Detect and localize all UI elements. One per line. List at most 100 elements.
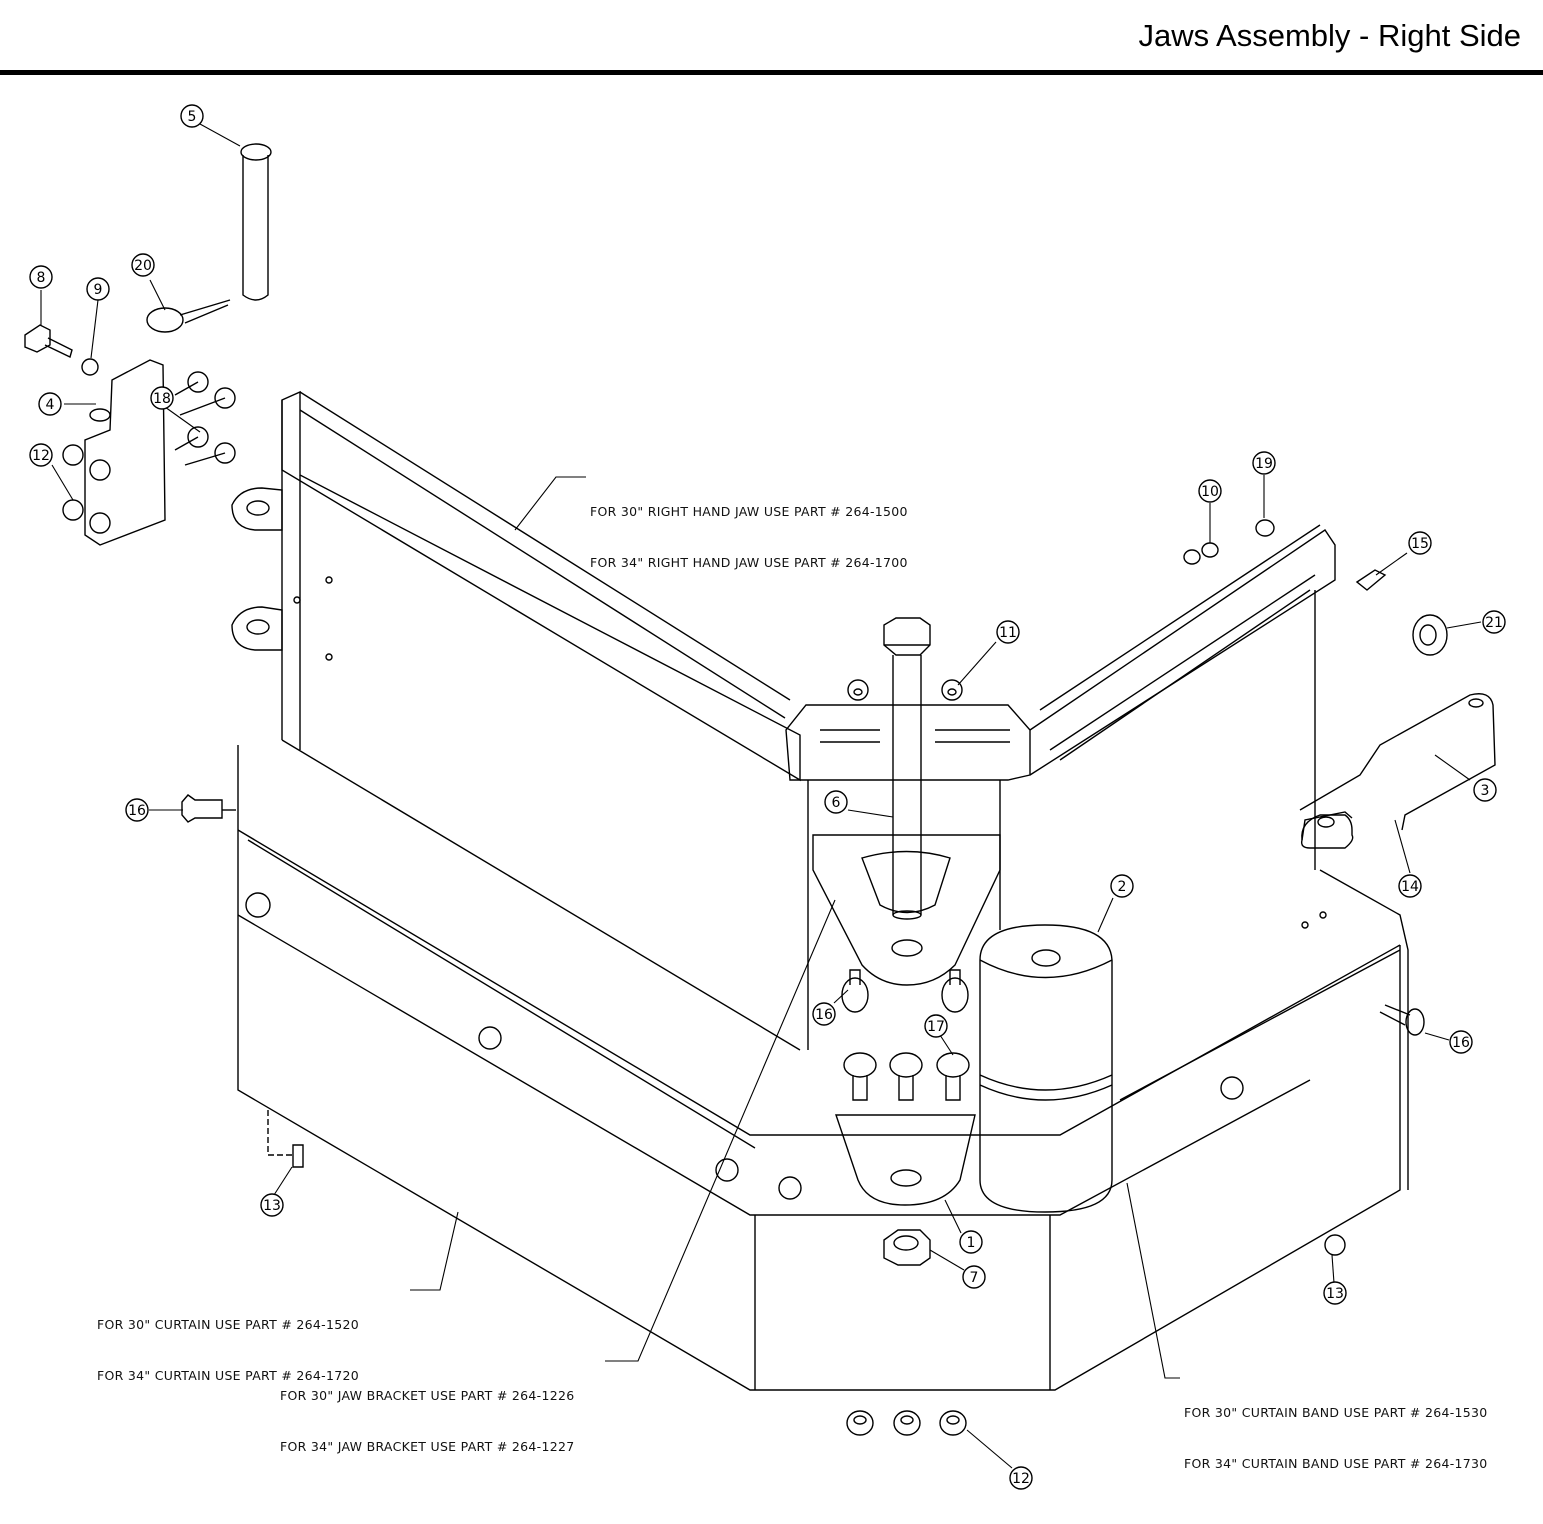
callout-number: 3 xyxy=(1481,783,1490,799)
callout-balloon-15: 15 xyxy=(1408,531,1432,555)
callout-number: 4 xyxy=(46,397,55,413)
note-line: FOR 30" JAW BRACKET USE PART # 264-1226 xyxy=(280,1388,575,1403)
hinge-bracket-part-4 xyxy=(24,324,236,546)
callout-circle xyxy=(959,1230,983,1254)
callout-balloon-14: 14 xyxy=(1398,874,1422,898)
callout-circle xyxy=(125,798,149,822)
callout-number: 16 xyxy=(815,1007,833,1023)
callout-number: 11 xyxy=(999,625,1017,641)
note-line: FOR 34" CURTAIN USE PART # 264-1720 xyxy=(97,1368,359,1383)
callout-circle xyxy=(824,790,848,814)
callout-balloon-5: 5 xyxy=(180,104,204,128)
callout-circle xyxy=(1398,874,1422,898)
bolt-part-6 xyxy=(883,617,931,920)
callout-balloon-4: 4 xyxy=(38,392,62,416)
callout-circle xyxy=(150,386,174,410)
callout-circle xyxy=(180,104,204,128)
callout-balloon-18: 18 xyxy=(150,386,174,410)
roller-part-2 xyxy=(979,924,1113,1213)
callout-number: 6 xyxy=(832,795,841,811)
callout-circle xyxy=(1473,778,1497,802)
callout-number: 14 xyxy=(1401,879,1419,895)
note-line: FOR 30" CURTAIN USE PART # 264-1520 xyxy=(97,1317,359,1332)
spacer-part-21 xyxy=(1412,614,1448,656)
callout-balloon-8: 8 xyxy=(29,265,53,289)
bolt-part-16-left xyxy=(181,794,236,823)
nut-part-13-left xyxy=(267,1110,304,1168)
note-curtain: FOR 30" CURTAIN USE PART # 264-1520 FOR … xyxy=(97,1282,359,1401)
callout-circle xyxy=(29,265,53,289)
callout-number: 12 xyxy=(32,448,50,464)
callout-number: 16 xyxy=(128,803,146,819)
page-title: Jaws Assembly - Right Side xyxy=(1138,18,1521,53)
callout-number: 7 xyxy=(970,1270,979,1286)
callout-number: 21 xyxy=(1485,615,1503,631)
callout-balloon-20: 20 xyxy=(131,253,155,277)
callout-balloon-16: 16 xyxy=(1449,1030,1473,1054)
callout-circle xyxy=(1252,451,1276,475)
callout-balloon-6: 6 xyxy=(824,790,848,814)
callout-number: 13 xyxy=(1326,1286,1344,1302)
callout-number: 10 xyxy=(1201,484,1219,500)
pin-part-5 xyxy=(240,143,272,301)
jaw-left-panel xyxy=(231,390,801,1051)
callout-balloon-10: 10 xyxy=(1198,479,1222,503)
callout-balloon-12: 12 xyxy=(29,443,53,467)
nut-part-7 xyxy=(883,1229,931,1266)
callout-number: 20 xyxy=(134,258,152,274)
callout-number: 16 xyxy=(1452,1035,1470,1051)
callout-number: 2 xyxy=(1118,879,1127,895)
jaw-bracket xyxy=(812,834,1001,986)
hairpin-part-20 xyxy=(146,299,231,333)
callout-circle xyxy=(812,1002,836,1026)
callout-number: 5 xyxy=(188,109,197,125)
callout-circle xyxy=(1482,610,1506,634)
callout-balloon-13: 13 xyxy=(260,1193,284,1217)
callout-number: 8 xyxy=(37,270,46,286)
callout-balloon-3: 3 xyxy=(1473,778,1497,802)
nuts-part-10-19 xyxy=(1183,519,1275,565)
note-curtain-band: FOR 30" CURTAIN BAND USE PART # 264-1530… xyxy=(1184,1370,1488,1489)
callout-number: 15 xyxy=(1411,536,1429,552)
callout-balloon-16: 16 xyxy=(125,798,149,822)
callout-balloon-9: 9 xyxy=(86,277,110,301)
carriage-bolts xyxy=(841,969,970,1101)
callout-balloon-13: 13 xyxy=(1323,1281,1347,1305)
callout-circle xyxy=(1009,1466,1033,1490)
callout-circle xyxy=(1198,479,1222,503)
callout-balloon-7: 7 xyxy=(962,1265,986,1289)
callout-balloon-2: 2 xyxy=(1110,874,1134,898)
callout-balloon-17: 17 xyxy=(924,1014,948,1038)
note-line: FOR 30" RIGHT HAND JAW USE PART # 264-15… xyxy=(590,504,908,519)
callout-balloon-21: 21 xyxy=(1482,610,1506,634)
callout-circle xyxy=(1323,1281,1347,1305)
note-right-hand-jaw: FOR 30" RIGHT HAND JAW USE PART # 264-15… xyxy=(590,469,908,588)
callout-circle xyxy=(29,443,53,467)
callout-balloon-16: 16 xyxy=(812,1002,836,1026)
callout-circle xyxy=(996,620,1020,644)
callout-circle xyxy=(1110,874,1134,898)
note-line: FOR 34" CURTAIN BAND USE PART # 264-1730 xyxy=(1184,1456,1488,1471)
bolt-part-15 xyxy=(1355,569,1387,591)
title-rule xyxy=(0,70,1543,75)
callout-circle xyxy=(131,253,155,277)
nut-part-11 xyxy=(847,679,963,701)
note-line: FOR 34" RIGHT HAND JAW USE PART # 264-17… xyxy=(590,555,908,570)
callout-circle xyxy=(38,392,62,416)
callout-circle xyxy=(1408,531,1432,555)
note-line: FOR 30" CURTAIN BAND USE PART # 264-1530 xyxy=(1184,1405,1488,1420)
leader-lines xyxy=(40,123,1482,1469)
jaw-center-channel xyxy=(785,524,1336,1050)
callout-number: 9 xyxy=(94,282,103,298)
note-line: FOR 34" JAW BRACKET USE PART # 264-1227 xyxy=(280,1439,575,1454)
callout-circle xyxy=(962,1265,986,1289)
callout-circle xyxy=(86,277,110,301)
bolt-part-16-right xyxy=(1379,1004,1425,1036)
callout-number: 19 xyxy=(1255,456,1273,472)
callout-circle xyxy=(1449,1030,1473,1054)
arm-part-3 xyxy=(1299,693,1496,849)
nut-part-13-right xyxy=(1324,1234,1346,1256)
callout-number: 12 xyxy=(1012,1471,1030,1487)
